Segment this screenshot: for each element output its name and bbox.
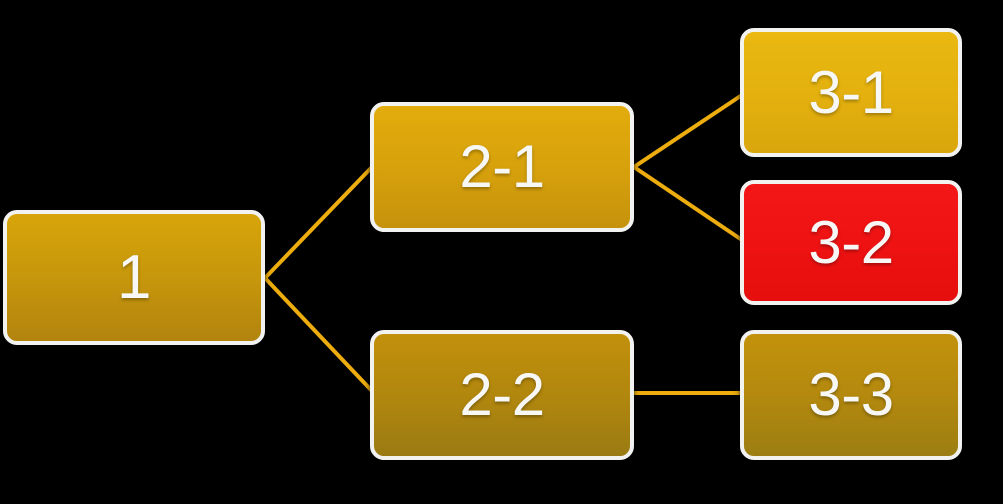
node-1-label: 1: [117, 242, 151, 312]
node-2-2-label: 2-2: [459, 361, 545, 428]
connector-2-1-to-3-2: [632, 165, 744, 242]
connector-1-to-2-2: [263, 276, 374, 393]
node-2-1-label: 2-1: [459, 133, 545, 200]
node-2-2[interactable]: 2-2: [370, 330, 634, 460]
node-3-2[interactable]: 3-2: [740, 180, 962, 305]
node-3-3[interactable]: 3-3: [740, 330, 962, 460]
node-3-1[interactable]: 3-1: [740, 28, 962, 157]
node-1[interactable]: 1: [3, 210, 265, 345]
connector-2-1-to-3-1: [632, 93, 744, 169]
node-2-1[interactable]: 2-1: [370, 102, 634, 232]
node-3-3-label: 3-3: [808, 361, 894, 428]
node-3-1-label: 3-1: [808, 58, 894, 126]
connector-1-to-2-1: [263, 165, 374, 280]
node-3-2-label: 3-2: [808, 208, 894, 276]
